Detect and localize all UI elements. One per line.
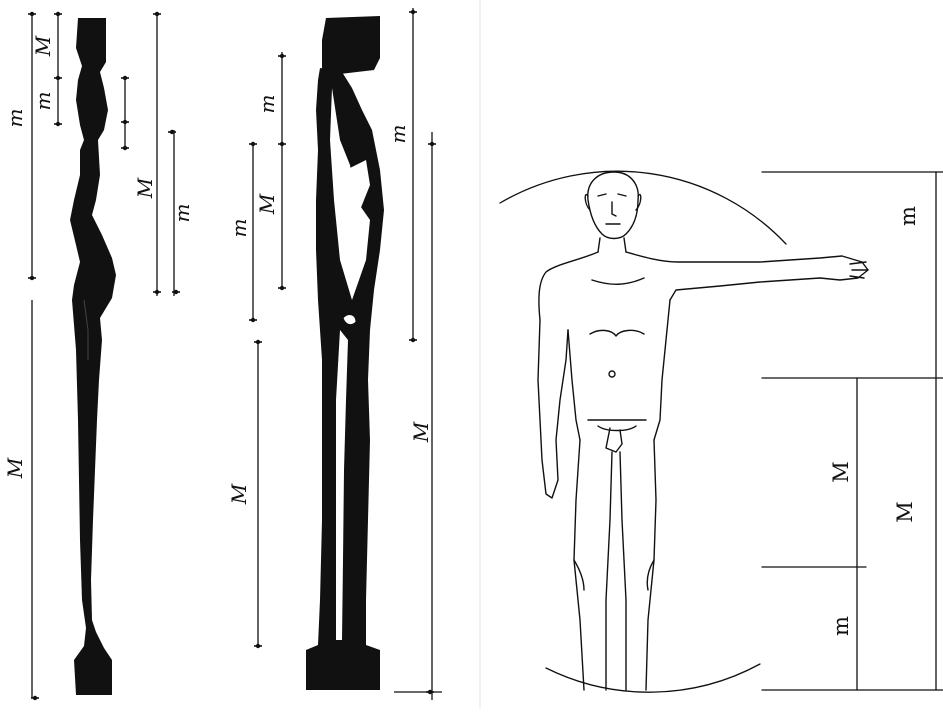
statue-left-silhouette [70,18,116,695]
human-figure-panel [500,171,943,692]
label-left-M-top: M [31,35,55,57]
statue-right-panel: m M m m M M [227,8,442,700]
label-left-m-top: m [3,109,27,128]
label-right-m-right: m [386,125,410,144]
statue-left-panel: m M m M m M [3,12,194,700]
figure-head [588,172,638,239]
label-figure-m-bottom: m [829,616,853,636]
figure-legs [574,440,656,690]
statue-right-head [322,16,380,74]
label-left-M-right: M [133,177,157,199]
label-figure-m-top: m [896,206,920,226]
label-left-m-right: m [170,204,194,223]
figure-arm [626,252,868,300]
figure-torso [539,252,598,320]
label-left-M-bottom: M [3,457,27,479]
label-right-M-long: M [409,421,433,443]
label-figure-M-middle: M [829,461,853,483]
proportion-circle [500,171,786,244]
label-right-M-inner: M [255,193,279,215]
label-right-M-lower: M [227,483,251,505]
statue-right-silhouette [306,68,384,690]
label-figure-M-right: M [893,501,917,523]
label-right-m-left: m [227,219,251,238]
label-right-m-upper: m [255,95,279,114]
label-left-m-small: m [31,92,55,111]
